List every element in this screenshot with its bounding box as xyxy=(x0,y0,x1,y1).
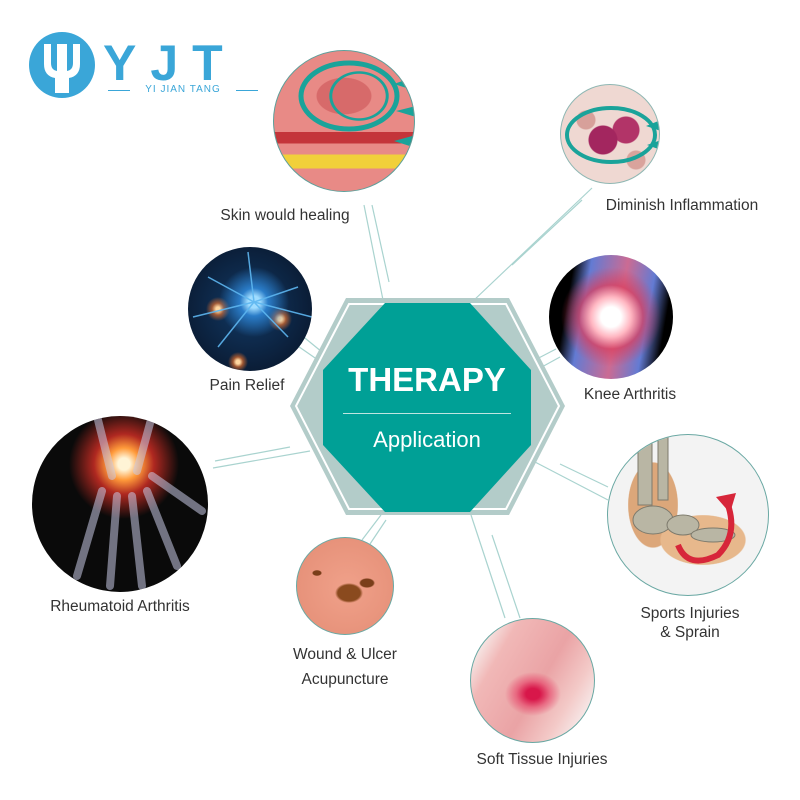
muscle-tissue-illustration-image xyxy=(470,618,595,743)
label-rheumatoid-arthritis: Rheumatoid Arthritis xyxy=(50,598,190,615)
label-wound-ulcer: Wound & Ulcer Acupuncture xyxy=(272,642,418,692)
skin-wound-closeup-image xyxy=(296,537,394,635)
center-divider xyxy=(343,413,511,414)
center-subtitle: Application xyxy=(373,427,481,452)
hand-joint-xray-image xyxy=(32,416,208,592)
brand-tagline: YI JIAN TANG xyxy=(108,84,258,95)
label-wound-ulcer-line2: Acupuncture xyxy=(301,671,389,688)
skin-tissue-cross-section-image xyxy=(273,50,415,192)
label-knee-arthritis: Knee Arthritis xyxy=(583,386,677,403)
label-soft-tissue-injuries: Soft Tissue Injuries xyxy=(476,751,608,768)
brand-name: YJT xyxy=(103,35,237,91)
label-wound-ulcer-line1: Wound & Ulcer xyxy=(293,646,397,663)
label-sports-injuries: Sports Injuries & Sprain xyxy=(620,604,760,642)
label-sports-injuries-line2: & Sprain xyxy=(660,624,720,641)
label-skin-healing: Skin would healing xyxy=(220,207,350,224)
ankle-sprain-illustration-image xyxy=(607,434,769,596)
label-pain-relief: Pain Relief xyxy=(209,377,285,394)
knee-joint-xray-image xyxy=(549,255,673,379)
glowing-neuron-image xyxy=(188,247,312,371)
yjt-trident-logo-icon xyxy=(29,32,95,98)
label-sports-injuries-line1: Sports Injuries xyxy=(640,605,740,622)
blood-cells-microscope-image xyxy=(560,84,660,184)
center-title: THERAPY xyxy=(348,361,506,398)
label-diminish-inflammation: Diminish Inflammation xyxy=(605,197,759,214)
